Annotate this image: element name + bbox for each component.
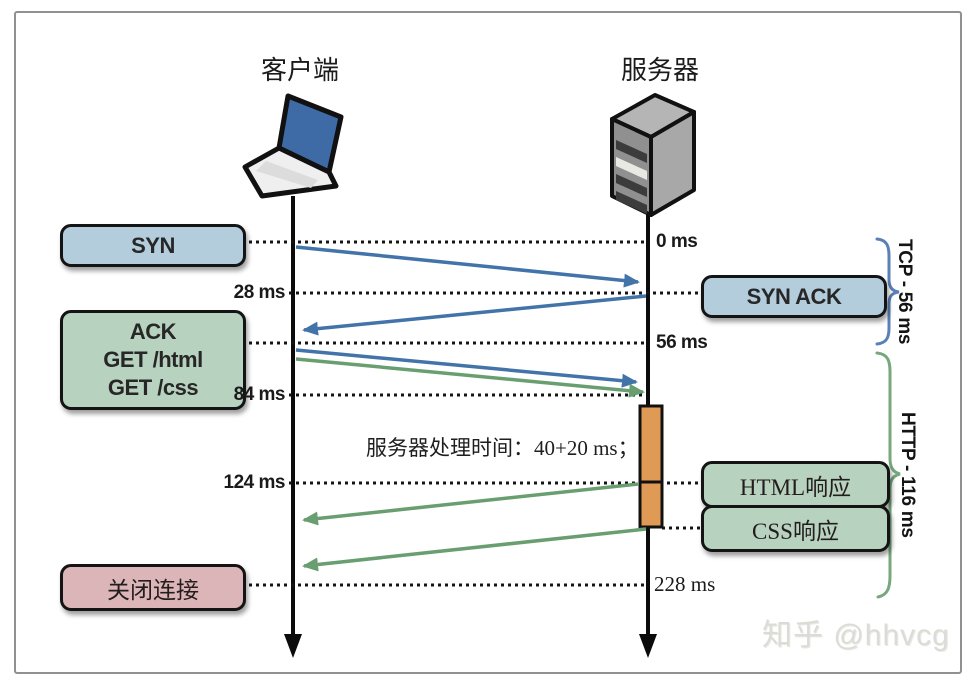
time-label-28ms: 28 ms [233,282,286,303]
time-label-0ms: 0 ms [656,231,698,252]
get-css-label: GET /css [107,375,199,400]
tcp-phase-label: TCP - 56 ms [894,239,915,345]
html-response-arrow [302,482,639,526]
time-label-228ms: 228 ms [654,572,716,596]
http-phase-label: HTTP - 116 ms [897,412,918,538]
ack-label: ACK [129,319,177,344]
close-connection-label: 关闭连接 [107,577,199,603]
ack-get-box: ACK GET /html GET /css [60,310,246,410]
server-label: 服务器 [620,56,699,85]
diagram-border [14,11,962,674]
time-label-84ms: 84 ms [233,384,286,405]
close-connection-box: 关闭连接 [60,564,246,611]
css-response-arrow [302,527,647,572]
syn-arrow [295,245,640,288]
time-label-124ms: 124 ms [223,472,286,493]
watermark: 知乎 @hhvcg [762,619,950,652]
server-processing-note: 服务器处理时间：40+20 ms； [366,436,639,460]
client-label: 客户端 [260,56,339,85]
time-gridlines [242,240,700,587]
get-html-label: GET /html [103,347,203,372]
server-icon [610,93,696,217]
html-response-box: HTML响应 [701,461,890,508]
get-css-arrow [295,357,645,398]
client-lifeline [284,196,302,658]
syn-ack-box-label: SYN ACK [746,283,842,309]
laptop-icon [242,93,344,199]
tcp-brace [875,237,900,346]
css-response-label: CSS响应 [752,518,839,544]
http-brace [875,351,901,599]
syn-box-label: SYN [131,232,175,258]
time-label-56ms: 56 ms [656,332,708,353]
syn-ack-box: SYN ACK [701,275,887,318]
syn-ack-arrow [302,294,647,336]
css-response-box: CSS响应 [701,505,890,552]
syn-box: SYN [60,224,246,267]
ack-get-html-arrow [295,348,638,388]
html-response-label: HTML响应 [739,474,852,500]
processing-bar [638,404,664,529]
